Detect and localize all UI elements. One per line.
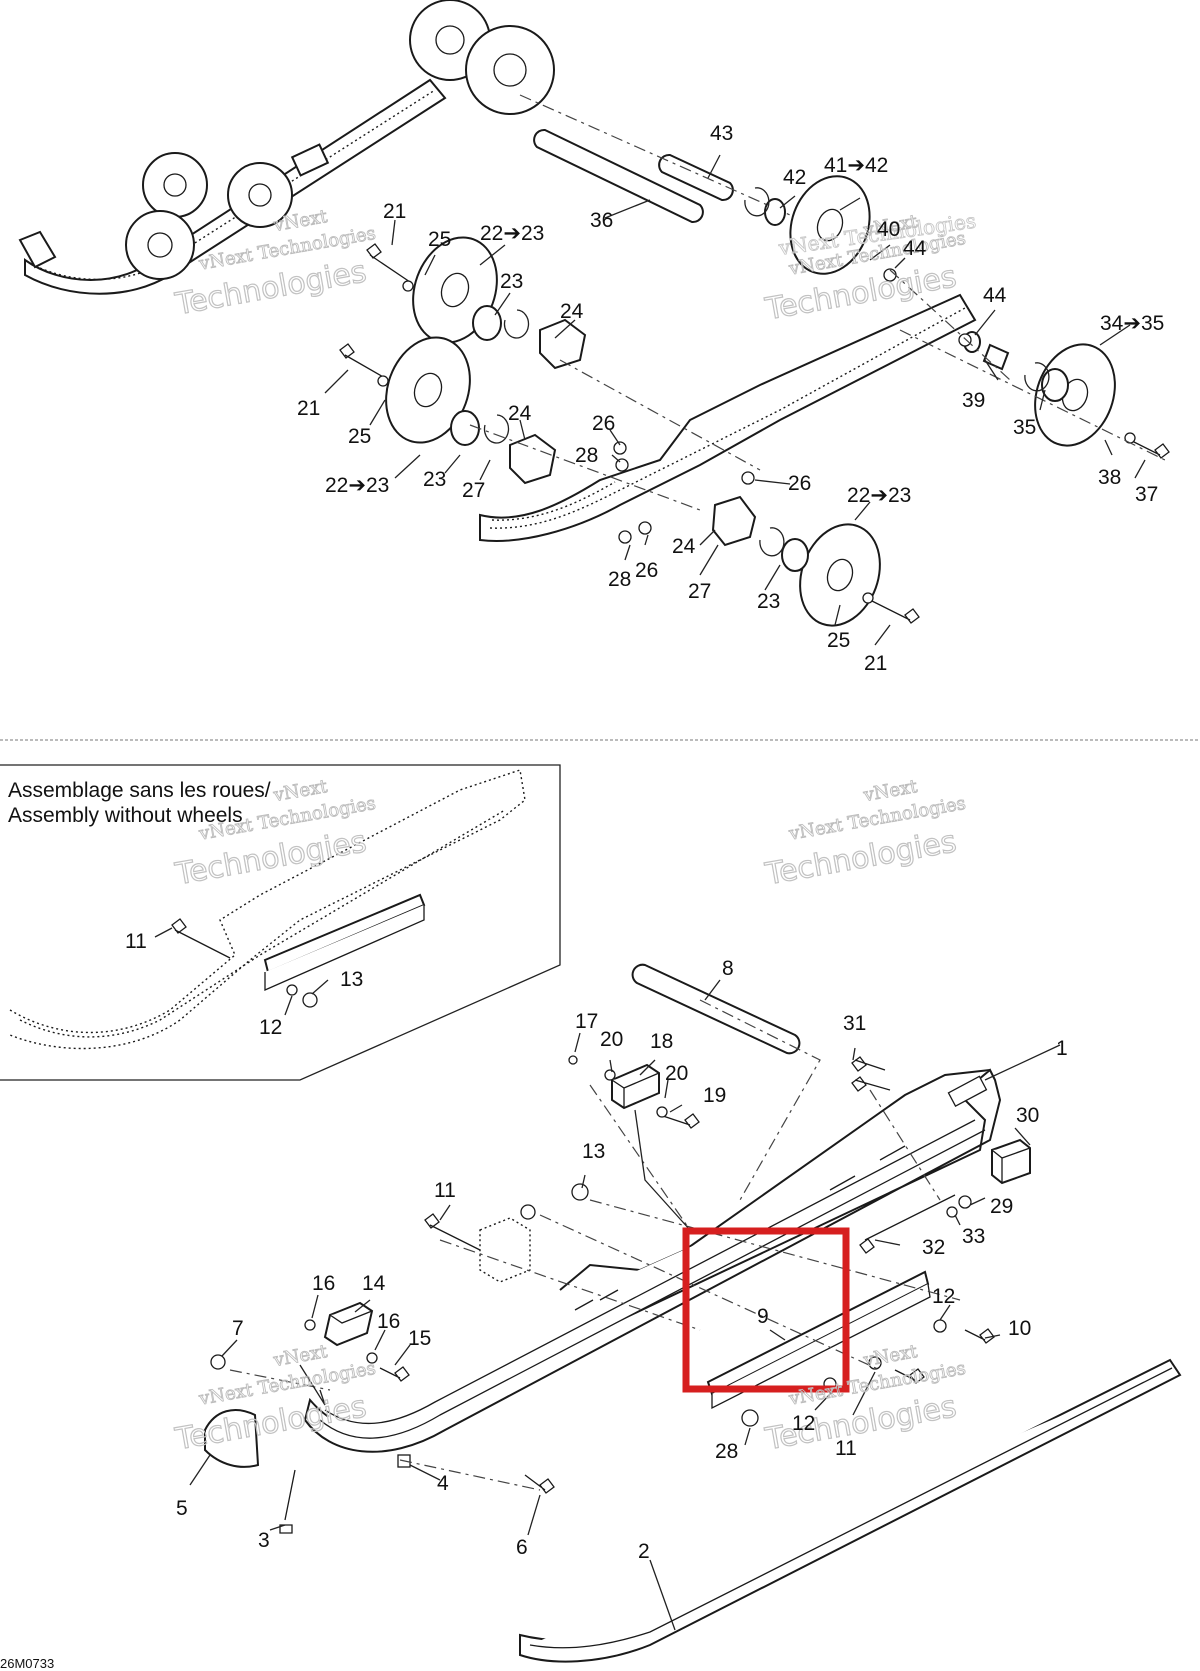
callout-12-inset: 12 (259, 1016, 282, 1039)
callout-28b: 28 (608, 568, 631, 591)
leaders-bottom (189, 979, 1061, 1631)
top-assembly (18, 0, 1170, 646)
callout-24c: 24 (672, 535, 696, 558)
callout-11b: 11 (835, 1437, 857, 1460)
callout-9: 9 (757, 1305, 769, 1328)
callout-23c: 23 (757, 590, 780, 613)
axle-8 (631, 963, 801, 1055)
callouts: 43 42 41➔42 36 40 44 21 25 22➔23 23 24 4… (0, 122, 1164, 1671)
callout-24: 24 (560, 300, 584, 323)
callout-34-35: 34➔35 (1100, 312, 1164, 335)
callout-43: 43 (710, 122, 733, 145)
callout-14: 14 (362, 1272, 386, 1295)
callout-20b: 20 (665, 1062, 688, 1085)
callout-25: 25 (428, 228, 451, 251)
callout-27b: 27 (688, 580, 711, 603)
callout-33: 33 (962, 1225, 985, 1248)
callout-44: 44 (903, 237, 927, 260)
stopper-14 (323, 1301, 374, 1347)
rail-1 (303, 1068, 1002, 1453)
callout-37: 37 (1135, 483, 1158, 506)
callout-32: 32 (922, 1236, 945, 1259)
inset-title-line1: Assemblage sans les roues/ (8, 779, 271, 802)
callout-8: 8 (722, 957, 734, 980)
inset-title-line2: Assembly without wheels (8, 804, 243, 827)
callout-35: 35 (1013, 416, 1036, 439)
bracket-5 (204, 1409, 260, 1468)
wheel-22-upper (412, 236, 587, 370)
callout-13: 13 (582, 1140, 605, 1163)
pivot-ghost (479, 1217, 531, 1283)
leaders-top (324, 154, 1146, 646)
callout-1: 1 (1056, 1037, 1068, 1060)
callout-21c: 21 (864, 652, 887, 675)
callout-17: 17 (575, 1010, 598, 1033)
callout-42: 42 (783, 166, 806, 189)
slide-stiffener-9 (706, 1270, 931, 1410)
wheel-41 (744, 175, 871, 275)
highlight-box-part-9 (682, 1227, 850, 1393)
wheel-22-right (711, 495, 881, 627)
mini-rail-with-wheels (18, 0, 555, 295)
callout-29: 29 (990, 1195, 1013, 1218)
stopper-18 (611, 1063, 660, 1110)
stopper-30 (991, 1138, 1031, 1185)
callout-6: 6 (516, 1536, 528, 1559)
callout-13-inset: 13 (340, 968, 363, 991)
callout-3: 3 (258, 1529, 270, 1552)
callout-22-23c: 22➔23 (847, 484, 911, 507)
callout-25b: 25 (348, 425, 371, 448)
callout-7: 7 (232, 1317, 244, 1340)
callout-4: 4 (437, 1472, 449, 1495)
rail-frame-top (479, 293, 977, 542)
callout-11: 11 (434, 1179, 456, 1202)
callout-21: 21 (383, 200, 406, 223)
callout-22-23b: 22➔23 (325, 474, 389, 497)
callout-24b: 24 (508, 402, 532, 425)
callout-23: 23 (500, 270, 523, 293)
callout-38: 38 (1098, 466, 1121, 489)
callout-41-42: 41➔42 (824, 154, 888, 177)
callout-19: 19 (703, 1084, 726, 1107)
callout-23b: 23 (423, 468, 446, 491)
callout-28: 28 (715, 1440, 738, 1463)
slide-2 (519, 1358, 1182, 1663)
callout-30: 30 (1016, 1104, 1039, 1127)
axle-36 (533, 128, 704, 224)
callout-10: 10 (1008, 1317, 1031, 1340)
callout-12b: 12 (792, 1412, 815, 1435)
callout-12: 12 (932, 1285, 955, 1308)
callout-39: 39 (962, 389, 985, 412)
callout-18: 18 (650, 1030, 673, 1053)
callout-21b: 21 (297, 397, 320, 420)
callout-27: 27 (462, 479, 485, 502)
watermarks: vNext Technologies vNext vNext Technolog… (172, 205, 978, 1457)
callout-28: 28 (575, 444, 598, 467)
callout-44b: 44 (983, 284, 1007, 307)
callout-22-23: 22➔23 (480, 222, 544, 245)
callout-16: 16 (312, 1272, 335, 1295)
callout-2: 2 (638, 1540, 650, 1563)
inset-assembly-without-wheels: Assemblage sans les roues/ Assembly with… (0, 764, 561, 1081)
fasteners-bottom (210, 1055, 995, 1534)
callout-26b: 26 (788, 472, 811, 495)
callout-15: 15 (408, 1327, 431, 1350)
callout-16b: 16 (377, 1310, 400, 1333)
bottom-assembly (189, 963, 1182, 1663)
callout-11-inset: 11 (125, 930, 147, 953)
spacer-43 (658, 153, 734, 202)
callout-20: 20 (600, 1028, 623, 1051)
callout-31: 31 (843, 1012, 866, 1035)
callout-40: 40 (877, 218, 900, 241)
figure-code: 26M0733 (0, 1656, 54, 1671)
wheel-34 (963, 331, 1116, 447)
callout-36: 36 (590, 209, 613, 232)
callout-26: 26 (592, 412, 615, 435)
callout-25c: 25 (827, 629, 850, 652)
callout-5: 5 (176, 1497, 188, 1520)
callout-26c: 26 (635, 559, 658, 582)
wheel-22-lower (385, 336, 557, 485)
